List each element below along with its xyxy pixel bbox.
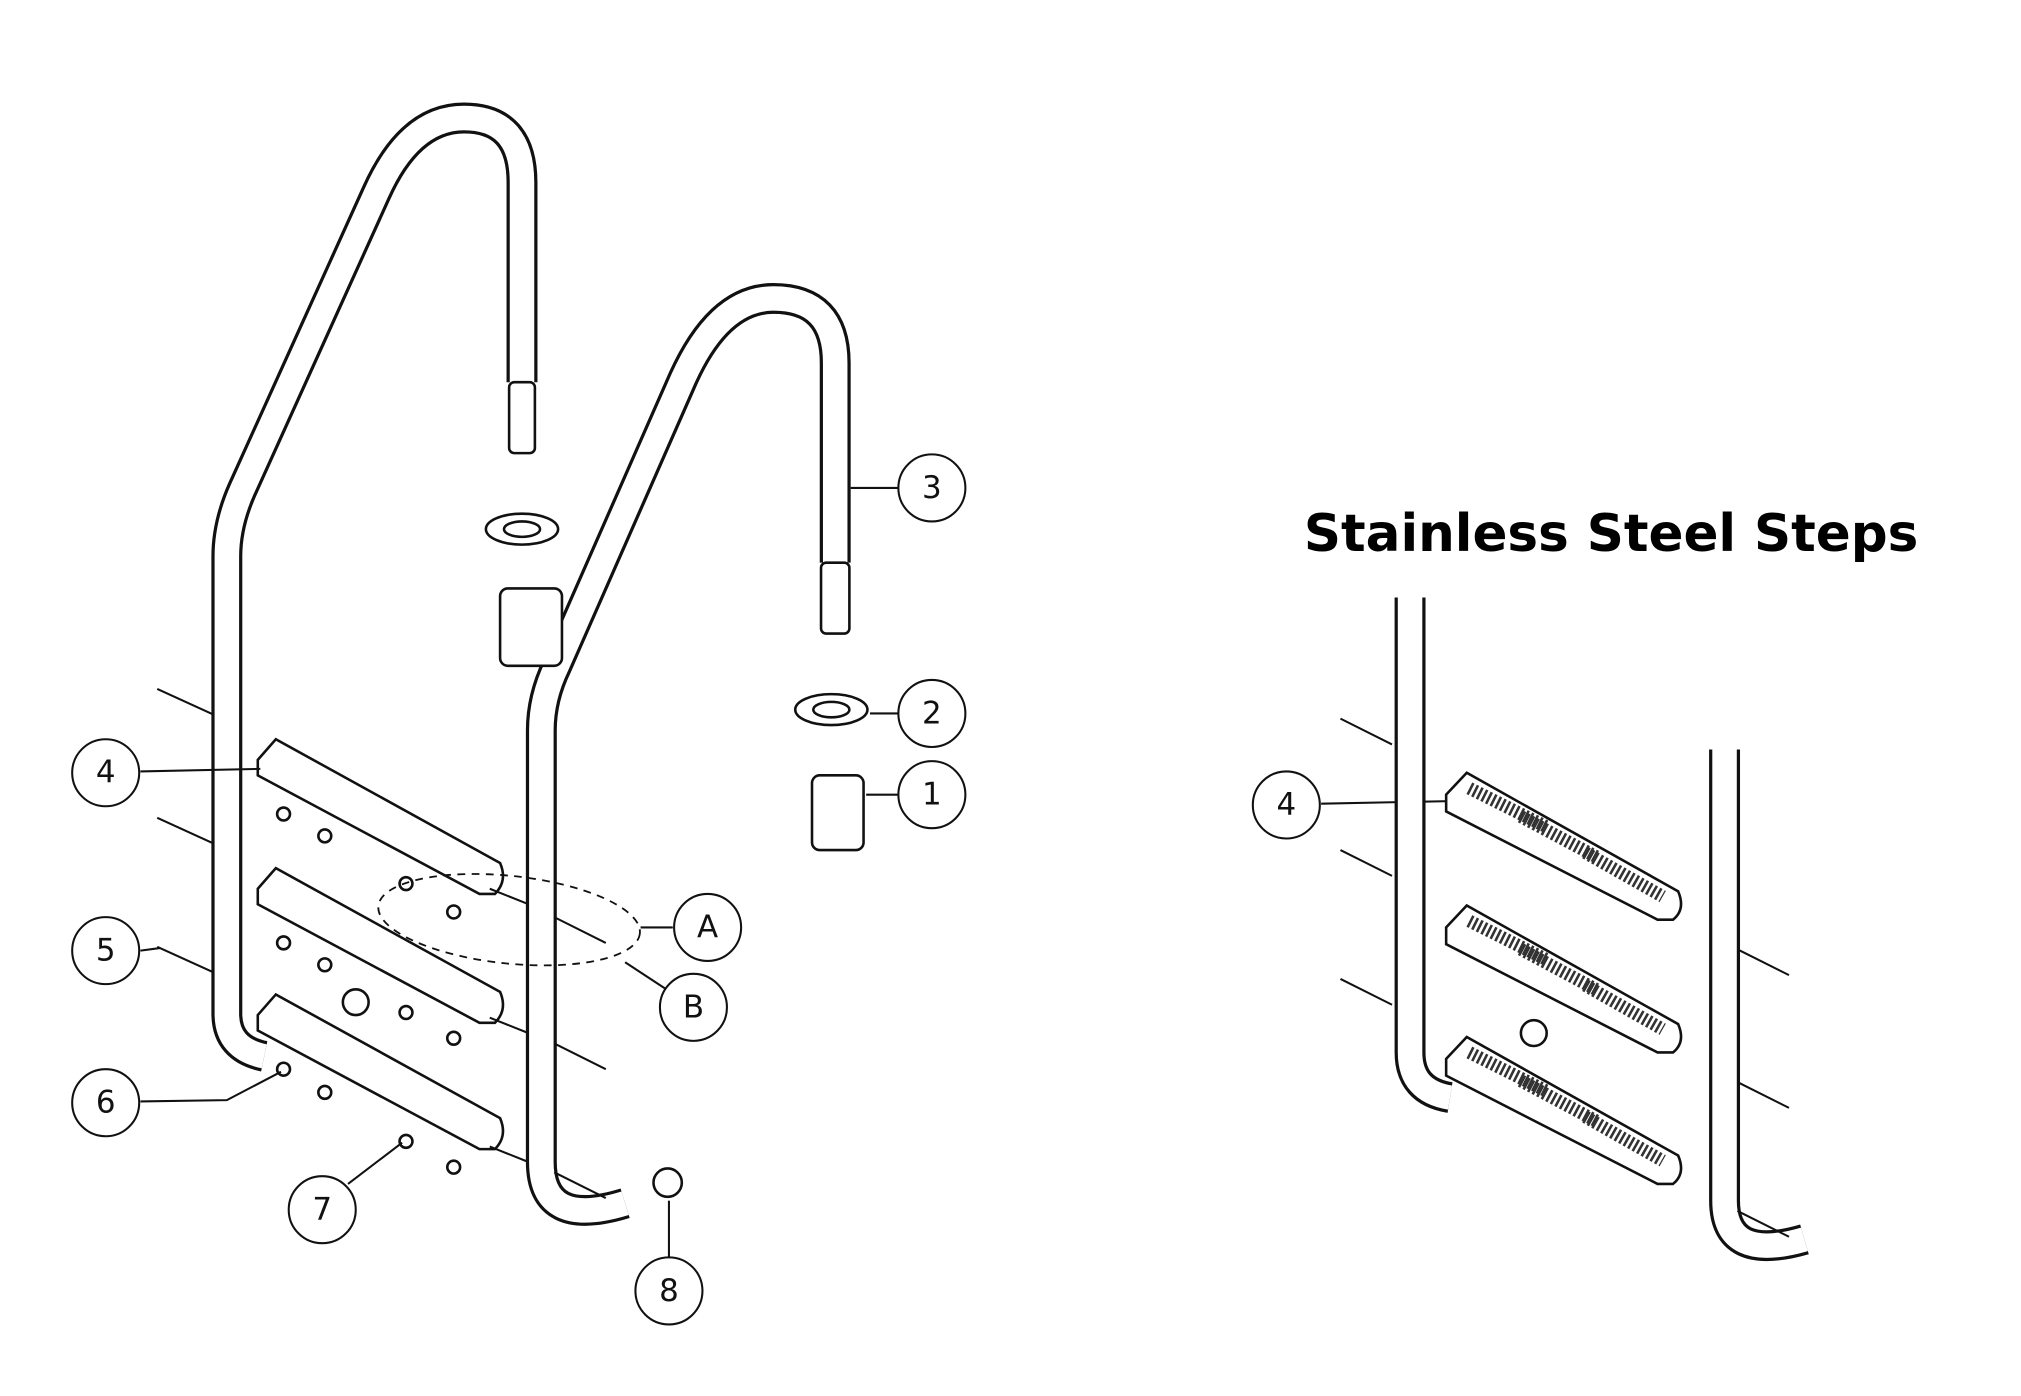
callout-1: 1 [897, 760, 967, 830]
svg-text:4: 4 [1276, 787, 1296, 823]
svg-text:A: A [697, 909, 718, 945]
callout-2: 2 [897, 678, 967, 749]
svg-text:5: 5 [96, 933, 116, 969]
right-view-steps [1444, 771, 1683, 1186]
svg-text:7: 7 [312, 1192, 332, 1228]
svg-text:3: 3 [922, 470, 942, 506]
right-view-bolts [1339, 717, 1790, 1238]
steps [256, 737, 505, 1151]
callout-5: 5 [71, 916, 141, 986]
callout-4-right: 4 [1251, 770, 1321, 840]
tread-step-2 [1444, 903, 1683, 1054]
nuts [275, 806, 684, 1199]
diagram-title: Stainless Steel Steps [1304, 504, 1918, 564]
step-2 [256, 866, 505, 1025]
svg-text:1: 1 [922, 777, 942, 813]
callout-8: 8 [634, 1256, 704, 1326]
callout-b: B [658, 972, 728, 1042]
tread-step-1 [1444, 771, 1683, 921]
leader-lines [140, 486, 1451, 1258]
callout-7: 7 [287, 1175, 357, 1245]
step-3 [256, 992, 505, 1151]
step-1 [256, 737, 505, 896]
right-view-rails [1394, 597, 1809, 1262]
callout-3: 3 [897, 453, 967, 523]
callout-4: 4 [71, 738, 141, 808]
detail-ellipse [377, 873, 641, 967]
anchors [498, 587, 865, 852]
callout-a: A [673, 892, 743, 962]
svg-text:2: 2 [922, 695, 942, 731]
svg-text:6: 6 [96, 1085, 116, 1121]
callout-6: 6 [71, 1068, 141, 1138]
right-handrail [525, 282, 851, 1226]
escutcheons [484, 512, 869, 727]
left-handrail [211, 102, 538, 1072]
svg-text:4: 4 [96, 755, 116, 791]
svg-text:8: 8 [659, 1273, 679, 1309]
bolts [156, 688, 607, 1200]
svg-text:B: B [683, 989, 704, 1025]
tread-step-3 [1444, 1035, 1683, 1186]
